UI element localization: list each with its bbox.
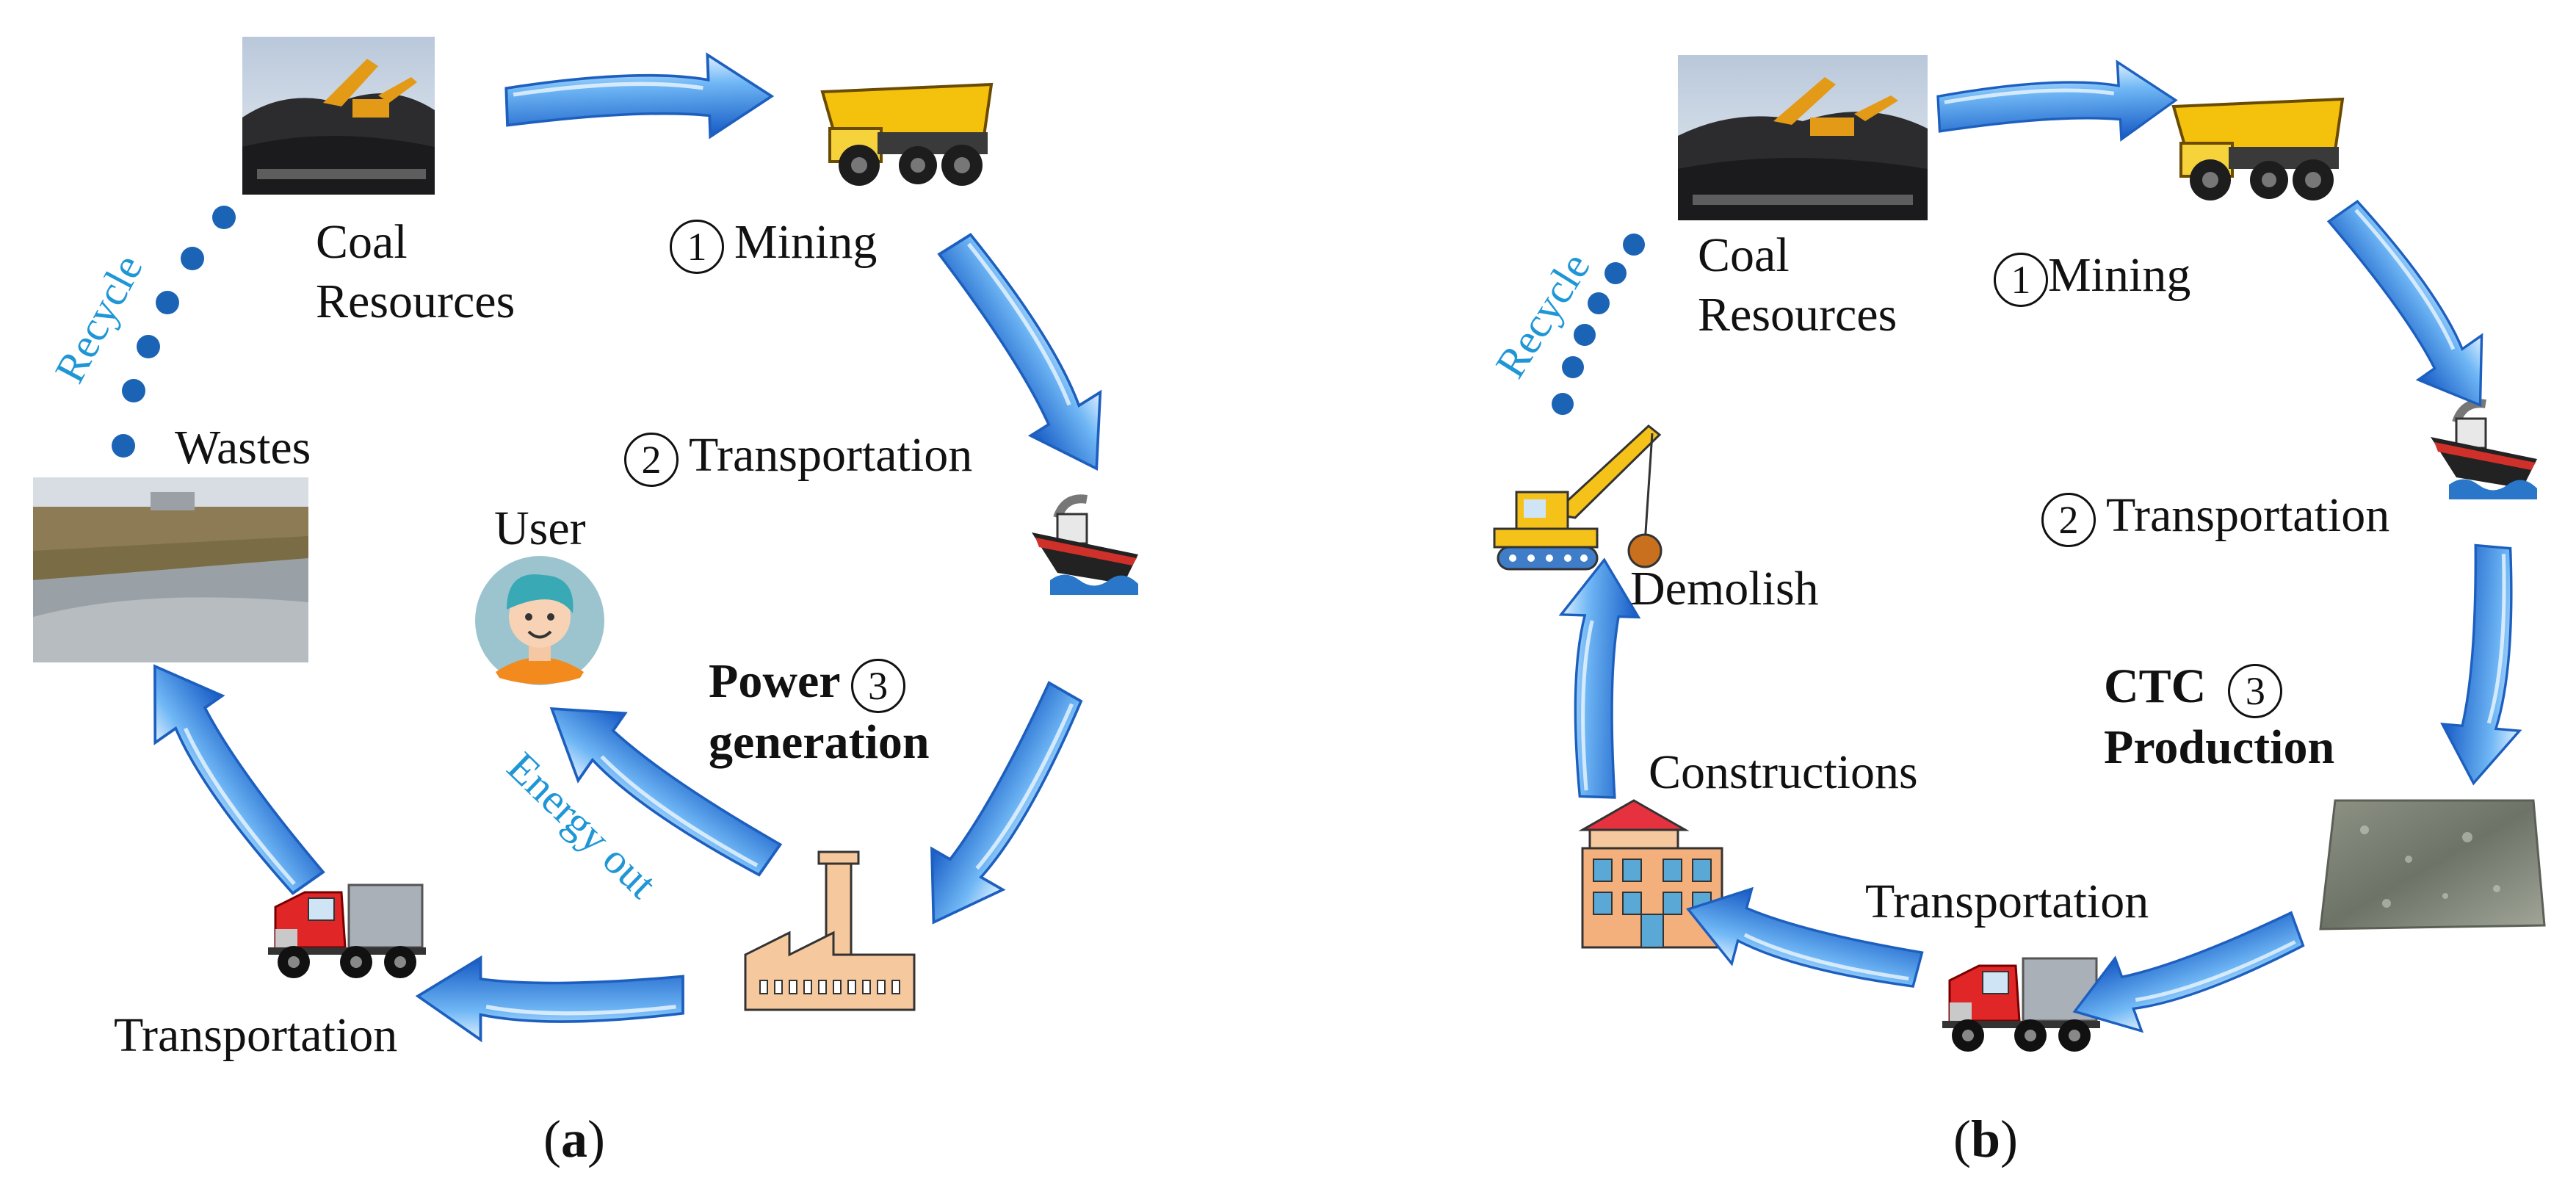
- arrow-to-power-generation: [900, 673, 1104, 944]
- crane-icon: [1493, 424, 1663, 571]
- cargo-ship-icon-b: [2431, 403, 2537, 499]
- constructions-label: Constructions: [1649, 745, 1918, 799]
- cargo-ship-icon: [1032, 499, 1138, 595]
- semi-truck-icon-b: [1941, 957, 2102, 1053]
- transportation-label: Transportation: [689, 428, 973, 482]
- generation-label: generation: [709, 715, 930, 769]
- caption-a-close: ): [587, 1110, 605, 1168]
- recycle-dots: [112, 206, 236, 458]
- arrow-to-transportation-b: [2315, 187, 2514, 426]
- coal-label-line2: Resources: [316, 274, 515, 328]
- step-1-badge-b: 1: [1994, 252, 2048, 307]
- arrow-to-transportation-2: [418, 958, 683, 1040]
- production-label: Production: [2104, 720, 2335, 774]
- ctc-slab-icon: [2319, 799, 2546, 930]
- arrow-to-mining-b: [1936, 59, 2177, 148]
- arrow-to-mining: [505, 53, 773, 144]
- user-avatar-icon: [475, 556, 604, 685]
- caption-b: (b): [1953, 1109, 2018, 1170]
- arrow-to-ctc-b: [2437, 543, 2535, 787]
- transportation-2-label-b: Transportation: [1865, 875, 2149, 928]
- dump-truck-icon-b: [2172, 98, 2344, 202]
- dump-truck-icon: [821, 83, 993, 187]
- power-label: Power: [709, 654, 841, 708]
- coal-label-b-line2: Resources: [1698, 287, 1897, 341]
- step-2-badge: 2: [624, 432, 679, 487]
- caption-b-letter: b: [1970, 1110, 2001, 1168]
- building-icon: [1578, 799, 1723, 949]
- coal-mine-photo-icon-b: [1678, 55, 1928, 220]
- user-label: User: [494, 502, 586, 555]
- step-3-badge-b: 3: [2228, 663, 2283, 718]
- coal-resources-label-b: Coal Resources: [1698, 226, 1897, 344]
- mining-label-b: Mining: [2048, 248, 2191, 302]
- caption-a-open: (: [543, 1110, 561, 1168]
- step-3-badge: 3: [850, 658, 905, 713]
- ctc-production-step: CTC 3 Production: [2104, 657, 2334, 777]
- ctc-label: CTC: [2104, 659, 2207, 713]
- caption-a: (a): [543, 1109, 605, 1170]
- coal-label-line1: Coal: [316, 215, 408, 269]
- coal-mine-photo-icon: [242, 37, 435, 195]
- coal-label-b-line1: Coal: [1698, 228, 1790, 282]
- waste-landfill-photo-icon: [33, 477, 308, 662]
- semi-truck-icon: [267, 883, 427, 980]
- step-1-badge: 1: [670, 219, 724, 274]
- caption-a-letter: a: [560, 1110, 587, 1168]
- transportation-label-b: Transportation: [2106, 488, 2390, 542]
- caption-b-open: (: [1953, 1110, 1971, 1168]
- coal-resources-label: Coal Resources: [316, 213, 515, 331]
- recycle-dots-b: [1552, 234, 1645, 415]
- step-2-badge-b: 2: [2041, 492, 2096, 547]
- arrow-to-wastes: [119, 644, 338, 908]
- wastes-label: Wastes: [175, 421, 311, 474]
- factory-icon: [744, 850, 916, 1011]
- mining-label: Mining: [734, 215, 878, 269]
- demolish-label: Demolish: [1630, 562, 1819, 615]
- arrow-to-demolish-b: [1555, 558, 1640, 798]
- caption-b-close: ): [2000, 1110, 2019, 1168]
- transportation-2-label: Transportation: [114, 1008, 398, 1062]
